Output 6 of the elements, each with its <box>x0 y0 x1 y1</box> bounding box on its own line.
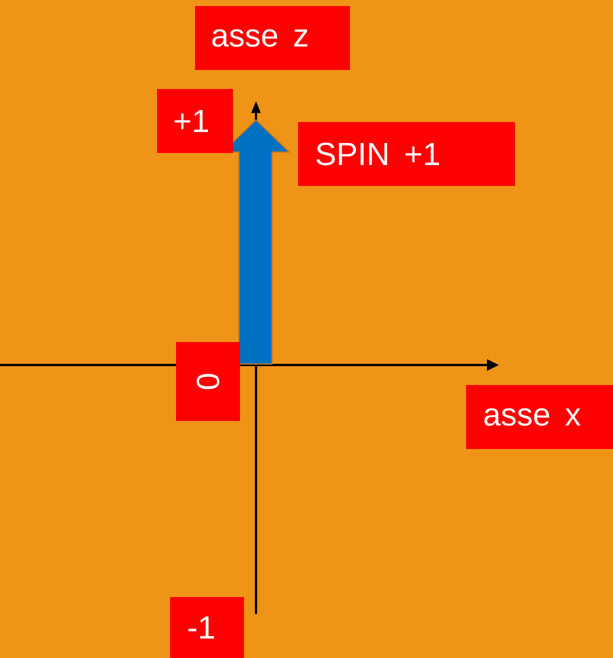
label-box: +1 <box>157 89 233 153</box>
label-box: 0 <box>176 342 240 421</box>
label-box: asse x <box>466 385 613 449</box>
label-box: asse z <box>195 6 350 70</box>
label-box: SPIN +1 <box>298 122 515 186</box>
label-box: -1 <box>170 597 244 658</box>
